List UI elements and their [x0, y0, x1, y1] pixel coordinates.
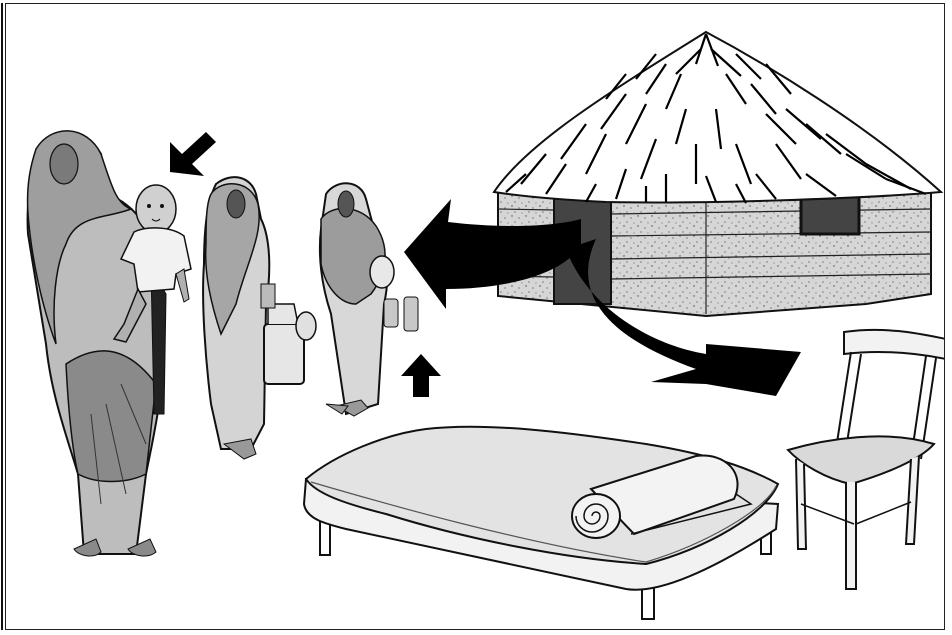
- bottle-2: [404, 297, 418, 331]
- thatched-hut: [494, 32, 941, 316]
- chair: [788, 330, 945, 589]
- illustration-canvas: [6, 4, 945, 630]
- gourd-bowl: [370, 256, 394, 288]
- chair-backrest: [844, 330, 945, 359]
- left-border-rule: [1, 3, 3, 630]
- arrow-up-to-woman: [401, 354, 441, 397]
- child-head: [136, 185, 176, 233]
- bed-with-rolled-mat: [304, 427, 778, 619]
- woman-with-jerrycan: [203, 177, 316, 459]
- illustration-frame: [5, 3, 945, 630]
- woman-with-containers: [320, 183, 418, 416]
- woman-face: [50, 144, 78, 184]
- woman-with-child: [28, 131, 191, 556]
- bottle-1: [384, 299, 398, 327]
- arrow-down-left-to-child: [170, 132, 216, 176]
